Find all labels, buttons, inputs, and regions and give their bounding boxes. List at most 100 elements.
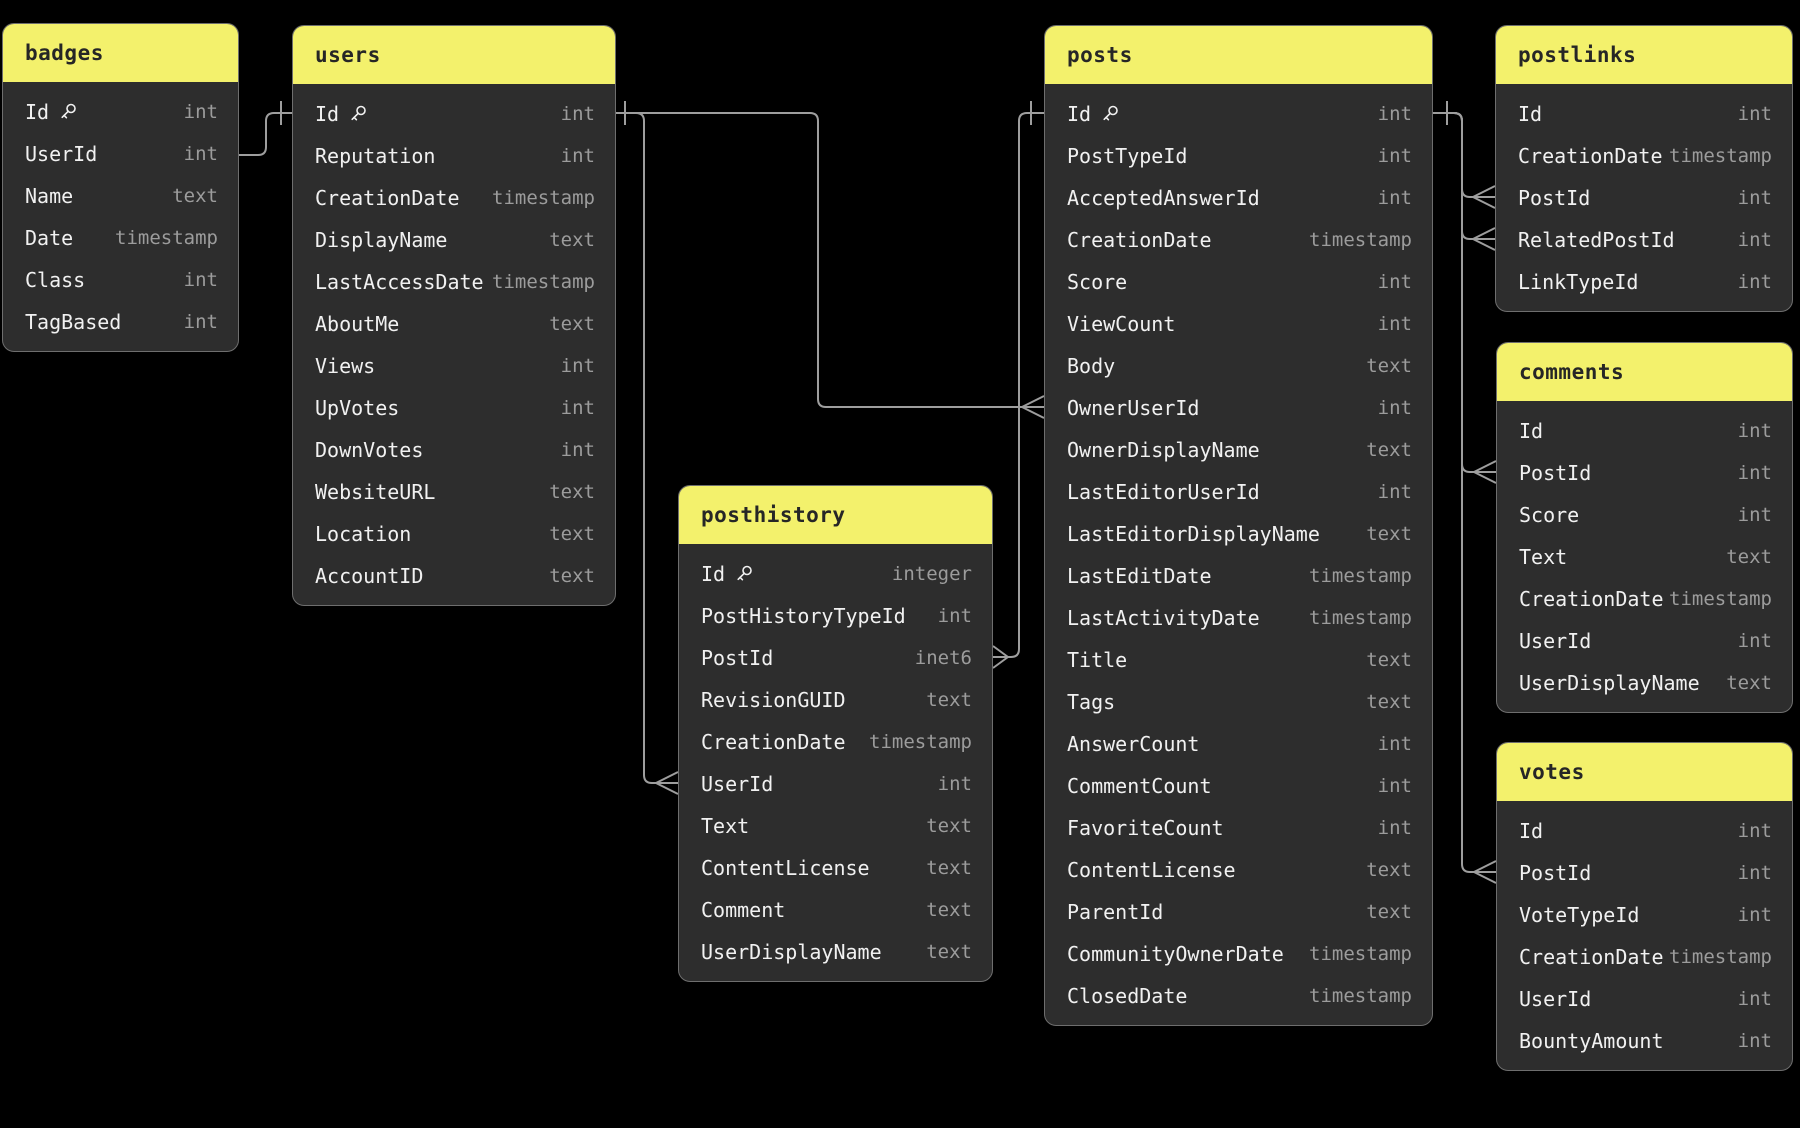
field-name: AboutMe <box>315 312 399 336</box>
field-type: text <box>549 523 595 545</box>
table-header-posts[interactable]: posts <box>1045 26 1432 84</box>
field-name: CreationDate <box>701 730 846 754</box>
field-row-postlinks-Id[interactable]: Id int <box>1496 93 1792 135</box>
field-type: int <box>1737 103 1772 125</box>
field-name-text: AboutMe <box>315 312 400 336</box>
table-header-posthistory[interactable]: posthistory <box>679 486 992 544</box>
field-name-text: Text <box>1519 545 1568 569</box>
table-header-votes[interactable]: votes <box>1497 743 1792 801</box>
field-type: int <box>937 773 972 795</box>
table-header-comments[interactable]: comments <box>1497 343 1792 401</box>
table-header-users[interactable]: users <box>293 26 615 84</box>
field-type: int <box>1737 904 1772 926</box>
field-type: text <box>172 185 218 207</box>
field-type: int <box>1377 775 1412 797</box>
field-name-text: RelatedPostId <box>1518 228 1675 252</box>
table-header-postlinks[interactable]: postlinks <box>1496 26 1792 84</box>
field-name: Id <box>25 100 78 124</box>
table-header-badges[interactable]: badges <box>3 24 238 82</box>
field-name-text: CommunityOwnerDate <box>1067 942 1284 966</box>
field-name: ContentLicense <box>1067 858 1236 882</box>
field-name: FavoriteCount <box>1067 816 1224 840</box>
field-name-text: Id <box>1518 102 1543 126</box>
field-name: LastEditDate <box>1067 564 1212 588</box>
